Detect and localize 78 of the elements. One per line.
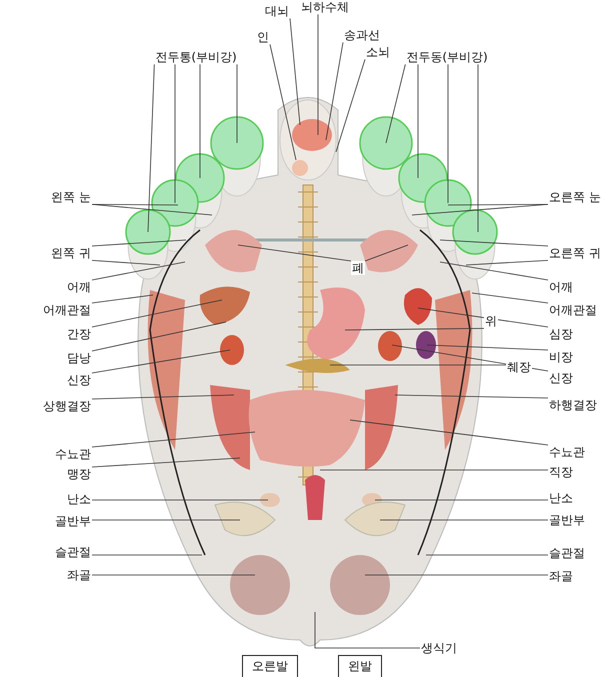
reflex-zone-label: 골반부 xyxy=(548,513,586,528)
leader-line xyxy=(236,64,238,144)
reflex-zone-label: 송과선 xyxy=(343,28,381,42)
reflex-zone-label: 간장 xyxy=(66,327,92,342)
leader-line xyxy=(148,64,155,232)
reflex-zone-label: 어깨 xyxy=(548,280,574,294)
leader-line xyxy=(92,394,234,400)
leader-line xyxy=(92,240,186,246)
reflex-zone-label: 어깨관절 xyxy=(42,303,92,318)
leader-line xyxy=(92,300,222,328)
leader-line xyxy=(92,260,160,266)
reflex-zone-label: 수뇨관 xyxy=(54,447,92,462)
leader-line xyxy=(92,322,226,352)
leader-line xyxy=(314,612,420,648)
leader-line xyxy=(412,204,548,216)
leader-line xyxy=(426,554,548,556)
reflex-zone-label: 뇌하수체 xyxy=(300,0,350,14)
reflex-zone-label: 폐 xyxy=(351,261,365,276)
reflex-zone-label: 오른쪽 눈 xyxy=(548,190,602,204)
leader-line xyxy=(466,260,548,266)
reflex-zone-label: 담낭 xyxy=(66,351,92,366)
reflex-zone-label: 신장 xyxy=(66,373,92,388)
leader-line xyxy=(440,240,548,246)
reflex-zone-label: 왼쪽 눈 xyxy=(50,190,92,204)
leader-line xyxy=(174,64,176,204)
leader-line xyxy=(344,328,484,330)
reflex-zone-label: 상행결장 xyxy=(42,399,92,414)
reflex-zone-label: 어깨관절 xyxy=(548,303,598,318)
reflex-zone-label: 생식기 xyxy=(420,641,458,656)
reflex-zone-label: 대뇌 xyxy=(264,4,290,18)
leader-line xyxy=(92,350,230,374)
leader-line xyxy=(92,432,256,448)
reflex-zone-label: 맹장 xyxy=(66,467,92,482)
reflex-zone-label: 전두통(부비강) xyxy=(154,50,238,64)
reflex-zone-label: 심장 xyxy=(548,327,574,342)
leader-line xyxy=(92,554,202,556)
leader-line xyxy=(426,344,548,350)
leader-line xyxy=(330,364,506,366)
reflex-zone-label: 위 xyxy=(484,314,498,328)
reflex-zone-label: 좌골 xyxy=(548,569,574,584)
reflex-zone-label: 슬관절 xyxy=(548,546,586,560)
leader-line xyxy=(472,292,548,304)
reflex-zone-label: 수뇨관 xyxy=(548,445,586,460)
leader-line xyxy=(394,394,548,398)
leader-line xyxy=(92,294,154,304)
reflex-zone-label: 소뇌 xyxy=(365,45,391,60)
reflex-zone-label: 전두동(부비강) xyxy=(405,50,489,64)
leader-line xyxy=(326,42,344,140)
reflex-zone-label: 어깨 xyxy=(66,280,92,294)
reflex-zone-label: 인 xyxy=(256,30,270,44)
leader-line xyxy=(92,262,186,280)
leader-line xyxy=(290,18,300,126)
leader-line xyxy=(92,574,256,576)
reflex-zone-label: 왼쪽 귀 xyxy=(50,246,92,260)
reflex-zone-label: 하행결장 xyxy=(548,398,598,412)
reflex-zone-label: 신장 xyxy=(548,371,574,386)
leader-line xyxy=(418,308,548,328)
leader-line xyxy=(270,44,296,160)
reflex-zone-label: 오른쪽 귀 xyxy=(548,246,602,260)
leader-line xyxy=(92,458,240,468)
foot-side-box: 왼발 xyxy=(338,655,382,677)
reflex-zone-label: 비장 xyxy=(548,350,574,364)
leader-line xyxy=(364,574,548,576)
reflex-zone-label: 골반부 xyxy=(54,514,92,528)
leader-line xyxy=(364,244,408,262)
reflex-zone-label: 췌장 xyxy=(506,360,532,374)
leader-line xyxy=(350,420,548,446)
leader-line xyxy=(238,244,352,262)
reflex-zone-label: 슬관절 xyxy=(54,545,92,560)
reflex-zone-label: 난소 xyxy=(66,492,92,506)
leader-line xyxy=(440,262,548,280)
reflex-zone-label: 난소 xyxy=(548,491,574,506)
leader-line xyxy=(386,64,406,144)
reflex-zone-label: 좌골 xyxy=(66,568,92,582)
foot-side-box: 오른발 xyxy=(242,655,298,677)
leader-line xyxy=(336,59,366,152)
leader-line xyxy=(92,204,212,216)
reflex-zone-label: 직장 xyxy=(548,465,574,480)
